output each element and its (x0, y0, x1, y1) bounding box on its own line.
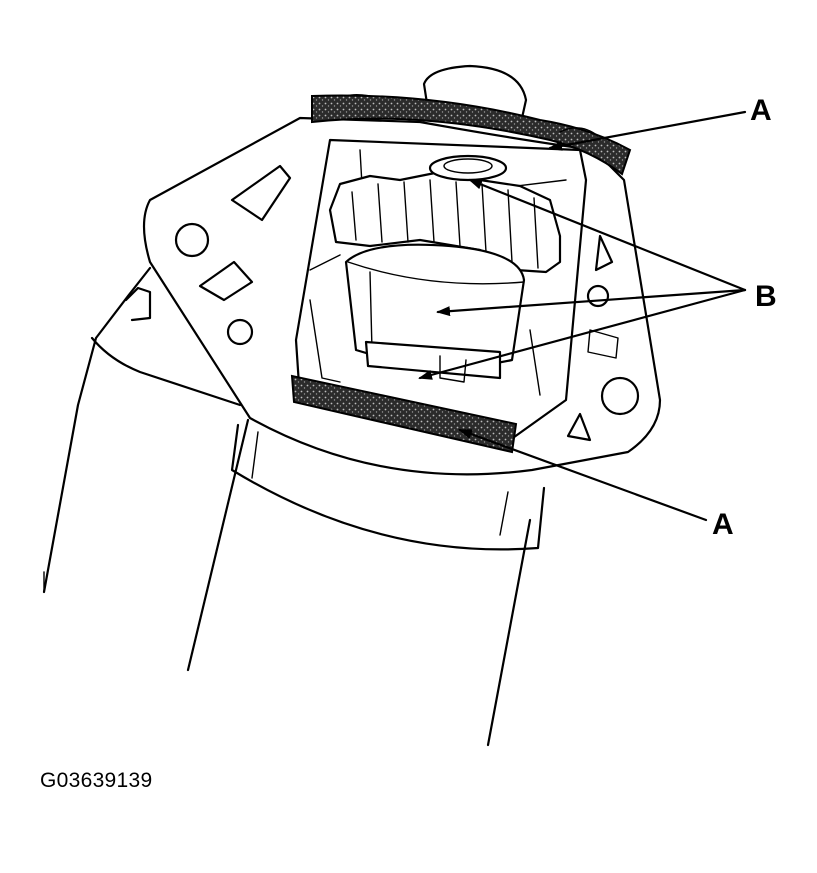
leader-lines (418, 110, 747, 522)
callout-a-top: A (750, 94, 772, 127)
figure-code: G03639139 (40, 769, 153, 792)
drive-collar (344, 243, 526, 383)
callout-a-bottom: A (712, 508, 734, 541)
leader-b-lower (418, 288, 747, 380)
pinion-gear (328, 154, 562, 274)
leader-b-upper (468, 178, 747, 292)
leader-b-middle (436, 288, 747, 317)
leader-a-bottom (458, 428, 708, 522)
gasket-a-top (311, 94, 632, 176)
motor-body (42, 266, 546, 747)
callout-b: B (755, 280, 777, 313)
leader-a-top (548, 110, 747, 151)
